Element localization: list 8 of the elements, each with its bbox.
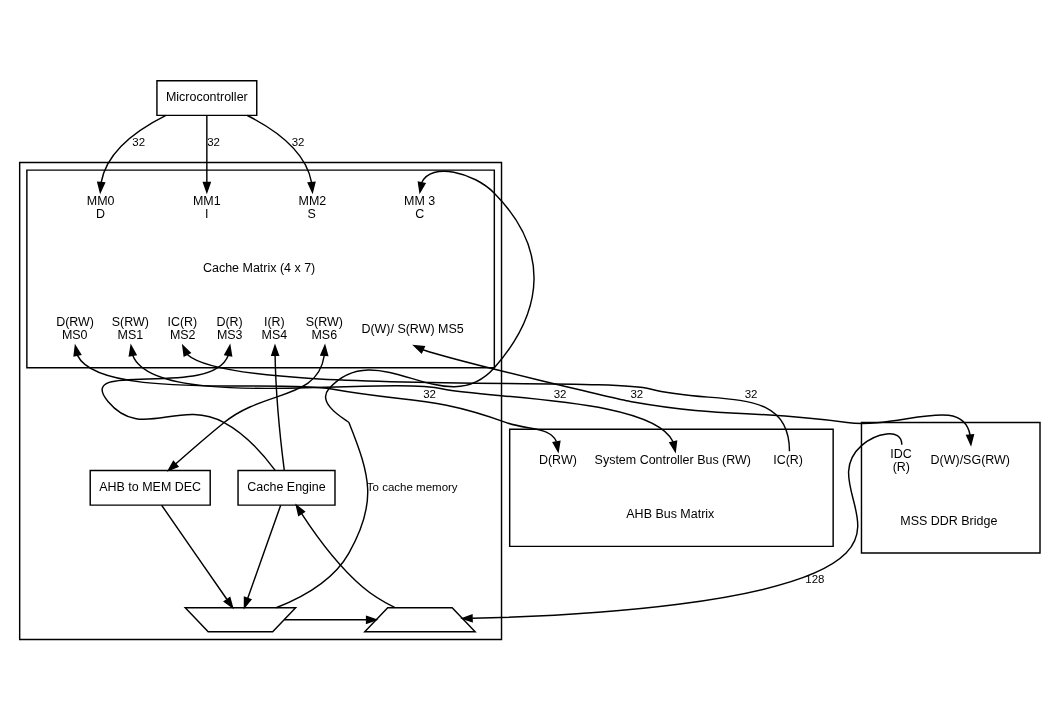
edge-label: 32 (553, 388, 567, 401)
edge-label: 32 (744, 388, 758, 401)
edge-label: 32 (423, 388, 436, 401)
edge-label: 32 (291, 135, 305, 148)
edge-label: 32 (207, 135, 220, 148)
edge-label: 128 (805, 573, 825, 586)
edge-label: 32 (630, 388, 644, 401)
edge-label: 32 (132, 135, 146, 148)
